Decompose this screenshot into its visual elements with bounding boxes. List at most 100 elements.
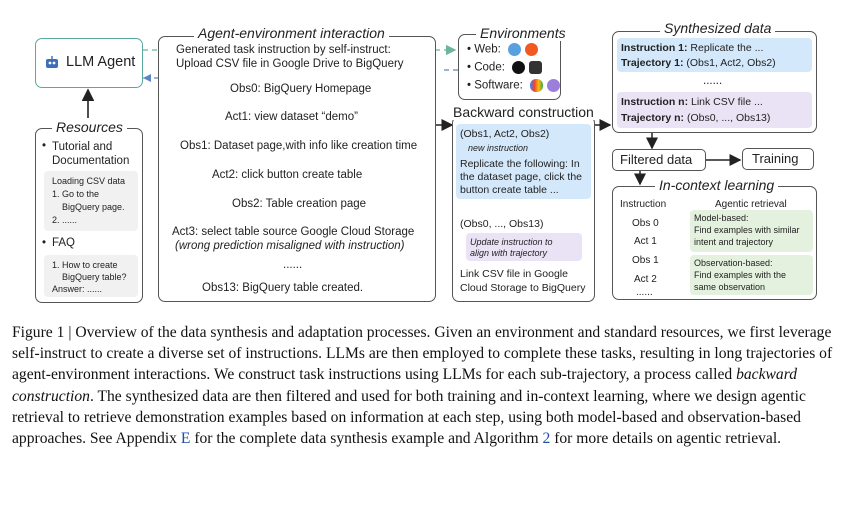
- faq-label: FAQ: [52, 237, 76, 249]
- caption-text: | Overview of the data synthesis and ada…: [12, 324, 833, 384]
- llm-agent-box: LLM Agent: [35, 38, 143, 88]
- training-label: Training: [752, 151, 799, 166]
- synth-title: Synthesized data: [660, 20, 776, 36]
- cloud-icon: [530, 79, 544, 92]
- synth-trajn-label: Trajectory n:: [621, 112, 685, 124]
- model-based-line: Find examples with similar: [694, 225, 800, 235]
- llm-agent-label: LLM Agent: [66, 54, 136, 70]
- backward-1-text: button create table ...: [460, 184, 559, 196]
- interaction-title: Agent-environment interaction: [194, 25, 389, 41]
- act3-note: (wrong prediction misaligned with instru…: [175, 240, 405, 252]
- env-item-software: • Software:: [467, 79, 561, 92]
- task-instruction-line: Upload CSV file in Google Drive to BigQu…: [176, 58, 404, 70]
- faq-snippet-line: 1. How to create: [52, 260, 118, 270]
- icl-seq-item: Obs 1: [632, 255, 659, 266]
- synth-insn-value: Link CSV file ...: [688, 96, 763, 108]
- synth-traj1: Trajectory 1: (Obs1, Act2, Obs2): [621, 57, 776, 69]
- env-item-web: • Web:: [467, 43, 539, 56]
- tutorial-snippet-line: BigQuery page.: [52, 202, 125, 212]
- icl-seq-item: ......: [636, 287, 653, 298]
- obs-based-line: Observation-based:: [694, 258, 773, 268]
- appendix-link[interactable]: E: [180, 430, 191, 448]
- robot-icon: [44, 54, 60, 70]
- backward-2-seq: (Obs0, ..., Obs13): [460, 218, 544, 230]
- env-software-label: Software:: [474, 79, 523, 92]
- terminal-icon: [529, 61, 543, 74]
- tutorial-label: Tutorial and Documentation: [52, 141, 130, 167]
- synth-insn: Instruction n: Link CSV file ...: [621, 96, 763, 108]
- algorithm-link[interactable]: 2: [542, 430, 551, 448]
- backward-2-text: Link CSV file in Google: [460, 268, 568, 280]
- backward-title: Backward construction: [451, 104, 596, 120]
- synth-traj1-value: (Obs1, Act2, Obs2): [683, 57, 776, 69]
- icl-seq-item: Act 2: [634, 274, 657, 285]
- filtered-data-box: [612, 149, 706, 171]
- tutorial-snippet-line: 1. Go to the: [52, 189, 100, 199]
- faq-snippet: [44, 255, 138, 297]
- environments-title: Environments: [476, 25, 570, 41]
- caption-text: for more details on agentic retrieval.: [550, 430, 782, 448]
- icl-instruction: Instruction: [620, 199, 667, 210]
- act2-line: Act2: click button create table: [212, 169, 363, 181]
- backward-example-2-hint: [466, 233, 582, 261]
- backward-example-1: [456, 124, 591, 199]
- interaction-ellipsis: ......: [283, 259, 303, 271]
- caption-figure-label: Figure 1: [12, 324, 65, 341]
- synth-ins1: Instruction 1: Replicate the ...: [621, 42, 763, 54]
- synth-item-n: [617, 92, 812, 128]
- synth-ellipsis: ......: [703, 75, 723, 87]
- obs-based-line: Find examples with the: [694, 270, 787, 280]
- training-box: [742, 148, 814, 170]
- figure-caption: Figure 1 | Overview of the data synthesi…: [12, 322, 840, 449]
- github-icon: [512, 61, 526, 74]
- env-web-label: Web:: [474, 43, 501, 56]
- act1-line: Act1: view dataset “demo”: [225, 111, 358, 123]
- synth-traj1-label: Trajectory 1:: [621, 57, 684, 69]
- resources-bullet-faq: •: [42, 237, 47, 249]
- interaction-box: [158, 36, 436, 302]
- environments-box: [458, 34, 561, 100]
- backward-1-text: the dataset page, click the: [460, 171, 582, 183]
- faq-snippet-line: BigQuery table?: [52, 272, 127, 282]
- model-based-box: [690, 210, 813, 252]
- synth-insn-label: Instruction n:: [621, 96, 689, 108]
- obs0-line: Obs0: BigQuery Homepage: [230, 83, 372, 95]
- env-code-label: Code:: [474, 61, 505, 74]
- icl-title: In-context learning: [655, 177, 779, 193]
- faq-snippet-line: Answer: ......: [52, 284, 103, 294]
- globe-icon: [508, 43, 522, 56]
- obs2-line: Obs2: Table creation page: [232, 198, 367, 210]
- agentic-retrieval-label: Agentic retrieval: [715, 199, 787, 210]
- synth-trajn-value: (Obs0, ..., Obs13): [684, 112, 771, 124]
- resources-bullet-tutorial: •: [42, 140, 47, 152]
- tutorial-snippet-line: Loading CSV data: [52, 176, 126, 186]
- tutorial-snippet-line: 2. ......: [52, 215, 78, 225]
- obs13-line: Obs13: BigQuery table created.: [202, 282, 364, 294]
- icl-seq-item: Obs 0: [632, 218, 659, 229]
- synth-ins1-label: Instruction 1:: [621, 42, 688, 54]
- obs-based-line: same observation: [694, 282, 766, 292]
- backward-1-text: Replicate the following: In: [460, 158, 580, 170]
- icl-seq-item: Act 1: [634, 236, 657, 247]
- obs1-line: Obs1: Dataset page,with info like creati…: [180, 140, 418, 152]
- obs-based-box: [690, 255, 813, 295]
- synth-trajn: Trajectory n: (Obs0, ..., Obs13): [621, 112, 770, 124]
- backward-1-seq: (Obs1, Act2, Obs2): [460, 128, 550, 140]
- act3-line: Act3: select table source Google Cloud S…: [172, 226, 415, 238]
- backward-2-hint: align with trajectory: [470, 248, 548, 258]
- caption-emphasis: backward construction: [12, 366, 797, 405]
- caption-text: . The synthesized data are then filtered…: [12, 387, 806, 448]
- app-icon: [547, 79, 561, 92]
- backward-2-hint: Update instruction to: [470, 237, 553, 247]
- task-instruction-line: Generated task instruction by self-instr…: [176, 44, 391, 56]
- env-item-code: • Code:: [467, 61, 543, 74]
- caption-text: for the complete data synthesis example …: [190, 430, 543, 448]
- model-based-line: intent and trajectory: [694, 237, 774, 247]
- filtered-data-label: Filtered data: [620, 152, 693, 167]
- backward-2-text: Cloud Storage to BigQuery: [460, 282, 586, 294]
- backward-1-hint: new instruction: [468, 143, 529, 153]
- tutorial-snippet: [44, 171, 138, 231]
- synth-item-1: [617, 38, 812, 72]
- resources-title: Resources: [52, 119, 127, 135]
- reddit-icon: [525, 43, 539, 56]
